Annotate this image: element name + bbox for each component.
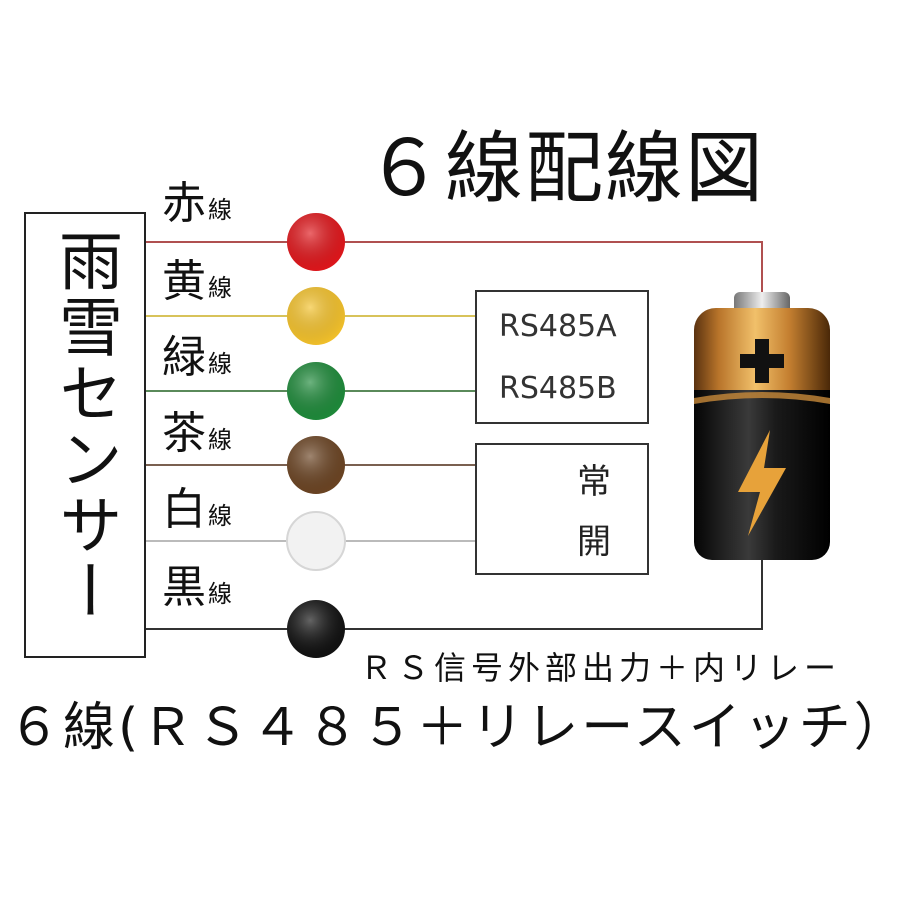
- white-wire-dot: [286, 511, 346, 571]
- wire-label-yellow: 黄線: [162, 260, 232, 304]
- wire-label-black-name: 黒: [162, 562, 206, 613]
- plus-icon: [740, 339, 784, 383]
- wire-label-yellow-suffix: 線: [208, 274, 232, 302]
- battery-icon: [694, 292, 830, 560]
- wire-label-brown-suffix: 線: [208, 426, 232, 454]
- caption-summary: ６線(ＲＳ４８５＋リレースイッチ）: [8, 698, 900, 758]
- rs485-module: RS485A RS485B: [475, 290, 649, 424]
- wire-label-yellow-name: 黄: [162, 256, 206, 307]
- lightning-bolt-icon: [738, 430, 786, 536]
- relay-label-top: 常: [577, 462, 611, 502]
- wire-label-red-suffix: 線: [208, 196, 232, 224]
- sensor-box: 雨雪センサー: [24, 212, 146, 658]
- wire-label-white: 白線: [162, 488, 232, 532]
- wire-label-green-suffix: 線: [208, 350, 232, 378]
- rs485a-label: RS485A: [499, 309, 617, 344]
- wire-lines: [146, 241, 763, 630]
- wire-label-green: 緑線: [162, 336, 232, 380]
- wire-label-black: 黒線: [162, 566, 232, 610]
- wire-label-red: 赤線: [162, 182, 232, 226]
- wire-color-dots: [286, 213, 346, 658]
- rs485b-label: RS485B: [499, 371, 617, 406]
- wire-label-brown-name: 茶: [162, 408, 206, 459]
- black-wire: [146, 560, 763, 630]
- wire-label-red-name: 赤: [162, 178, 206, 229]
- relay-label-bottom: 開: [577, 522, 611, 562]
- red-wire: [146, 241, 763, 298]
- wire-label-black-suffix: 線: [208, 580, 232, 608]
- relay-module: 常 開: [475, 443, 649, 575]
- diagram-title: ６線配線図: [365, 124, 766, 214]
- wire-label-brown: 茶線: [162, 412, 232, 456]
- caption-output: ＲＳ信号外部出力＋内リレー: [360, 649, 842, 687]
- wire-label-white-name: 白: [162, 484, 206, 535]
- wire-label-green-name: 緑: [162, 332, 206, 383]
- wire-label-white-suffix: 線: [208, 502, 232, 530]
- sensor-label: 雨雪センサー: [48, 228, 122, 624]
